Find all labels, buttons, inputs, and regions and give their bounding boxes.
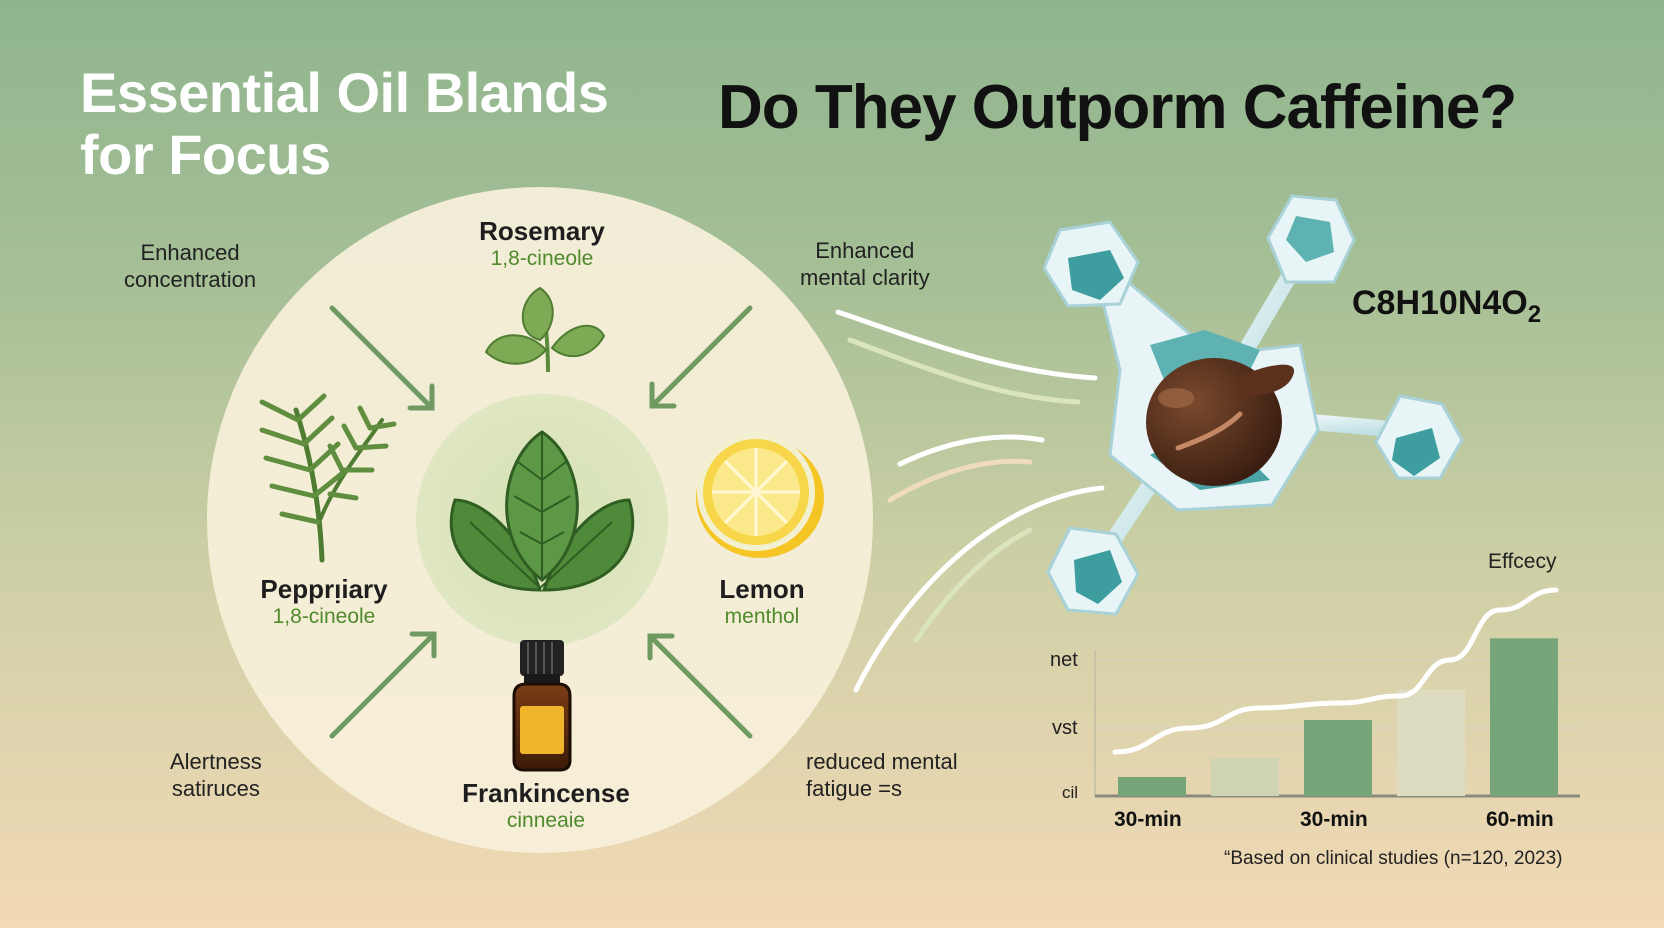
chart-bars [1118,638,1558,796]
chart-bar-5 [1490,638,1558,796]
benefit-top-right-line1: Enhanced [815,238,915,263]
rosemary-branch-icon [259,393,397,563]
arrow-top-left [329,305,435,411]
oil-rosemary-compound: 1,8-cineole [490,247,594,270]
benefit-top-left-line1: Enhanced [140,240,240,265]
formula-main: C8H10N4O [1352,284,1528,322]
molecule-node-bottom-left [1046,526,1140,616]
chart-bar-1 [1118,777,1186,796]
arrow-top-right [649,305,753,409]
benefit-bottom-left-line2: satiruces [171,776,260,801]
y-tick-net: net [1050,649,1078,671]
benefit-bottom-left: Alertness satiruces [170,748,262,802]
benefit-top-left: Enhanced concentration [124,239,256,293]
chart-bar-3 [1304,720,1372,796]
title-right: Do They Outporm Caffeine? [718,73,1517,142]
x-tick-1: 30-min [1114,808,1182,831]
chart-bar-4 [1397,689,1465,796]
arrow-bottom-left [329,631,437,739]
oil-pepper: Pepprᴉiary 1,8-cineole [224,574,424,629]
x-tick-3: 60-min [1486,808,1554,831]
arrows [329,305,753,739]
y-tick-vst: vst [1052,717,1078,739]
arrow-bottom-right [647,633,753,739]
title-left-line2: for Focus [80,123,331,186]
oil-rosemary-name: Rosemary [479,216,605,246]
caffeine-formula: C8H10N4O2 [1352,284,1541,329]
molecule-node-right [1374,394,1464,480]
chart-efficacy-label: Effcecy [1488,550,1557,573]
oil-lemon: Lemon menthol [662,574,862,629]
lemon-slice-icon [696,433,824,558]
efficacy-chart [1094,587,1580,798]
basil-sprig-icon [484,286,606,373]
oil-pepper-compound: 1,8-cineole [272,605,376,628]
molecule-node-top-right [1266,194,1356,284]
oil-frank-compound: cinneaie [506,809,586,832]
chart-bar-2 [1211,758,1279,796]
oil-lemon-compound: menthol [724,605,800,628]
benefit-bottom-right-line2: fatigue =s [806,776,903,801]
benefit-bottom-left-line1: Alertness [170,749,262,774]
oil-rosemary: Rosemary 1,8-cineole [442,216,642,271]
title-left-line1: Essential Oil Blands [80,61,609,124]
molecule-node-top-left [1042,220,1140,308]
chart-trend-line [1112,587,1559,755]
wind-lines [835,309,1105,693]
x-tick-2: 30-min [1300,808,1368,831]
chart-footnote: “Based on clinical studies (n=120, 2023) [1224,848,1563,869]
peppermint-leaves-icon [449,430,635,592]
oil-frank-name: Frankincense [462,778,630,808]
oil-bottle-icon [512,640,572,772]
y-tick-cil: cil [1062,783,1079,802]
title-left: Essential Oil Blands for Focus [80,61,609,186]
benefit-top-right-line2: mental clarity [800,265,930,290]
benefit-top-right: Enhanced mental clarity [800,237,930,291]
oil-lemon-name: Lemon [719,574,805,604]
benefit-top-left-line2: concentration [124,267,257,292]
benefit-bottom-right: reduced mental fatigue =s [806,748,958,802]
formula-subscript: 2 [1527,300,1542,328]
oil-frank: Frankincense cinneaie [426,778,666,833]
benefit-bottom-right-line1: reduced mental [806,749,958,774]
oil-pepper-name: Pepprᴉiary [260,574,388,604]
caffeine-molecule-icon [1042,194,1464,616]
